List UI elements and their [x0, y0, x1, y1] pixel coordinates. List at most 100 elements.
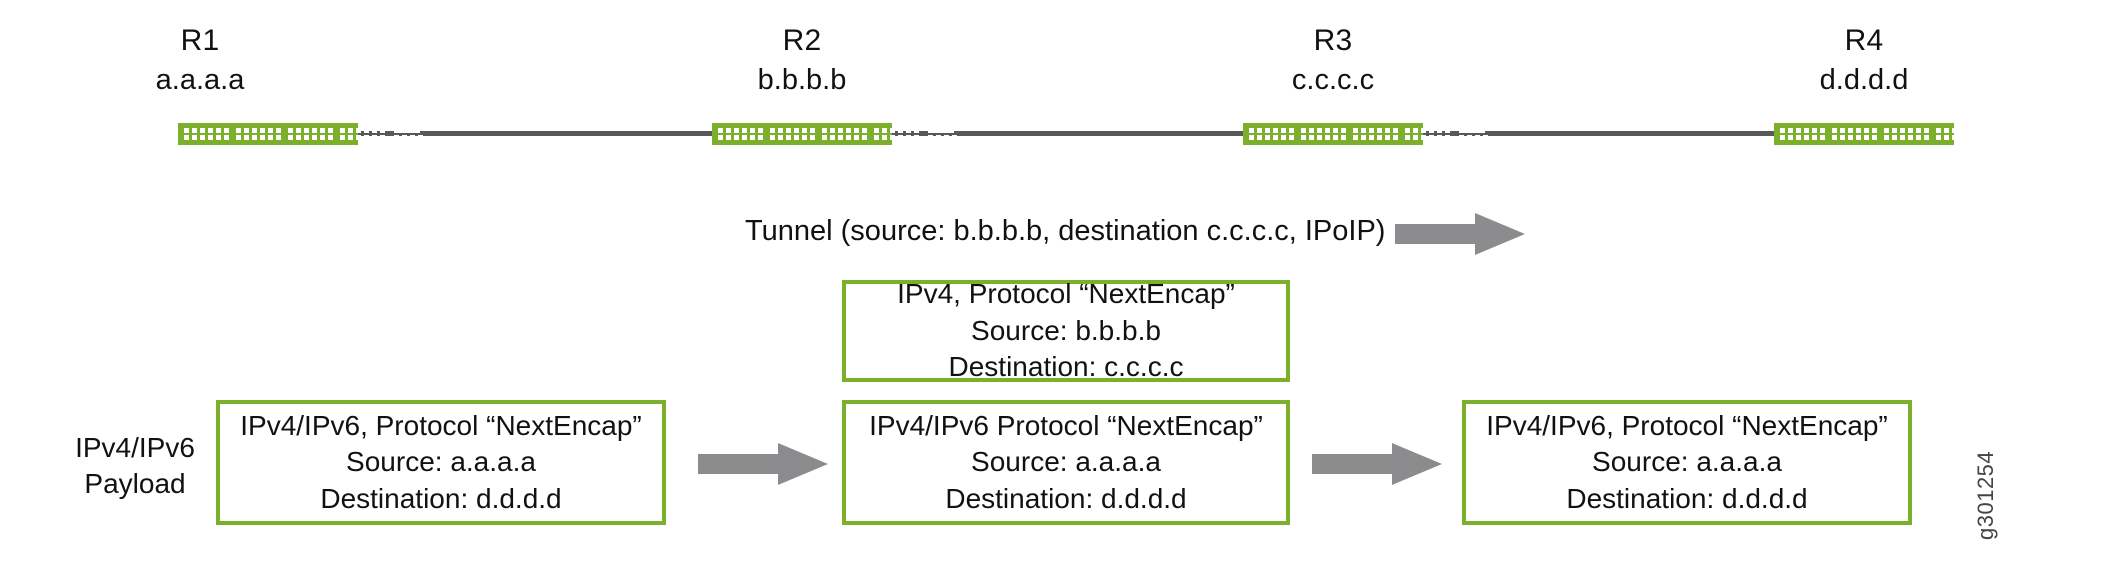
port-column: [1804, 128, 1809, 140]
port-indicator: [1820, 135, 1825, 140]
port-indicator: [208, 135, 213, 140]
port-indicator: [304, 135, 309, 140]
port-indicator: [1796, 135, 1801, 140]
port-indicator: [320, 135, 325, 140]
port-column: [1265, 128, 1270, 140]
port-indicator: [1445, 135, 1450, 140]
router-status-panel: [928, 128, 957, 140]
status-dot: [1483, 135, 1488, 140]
port-column: [1257, 128, 1262, 140]
port-column: [1301, 128, 1306, 140]
port-indicator: [216, 128, 221, 133]
port-indicator: [1944, 128, 1949, 133]
port-column: [846, 128, 851, 140]
port-indicator: [1936, 135, 1941, 140]
port-indicator: [348, 128, 353, 133]
port-indicator: [1892, 135, 1897, 140]
port-indicator: [734, 135, 739, 140]
packet-line-destination: Destination: d.d.d.d: [1566, 482, 1808, 514]
port-indicator: [340, 128, 345, 133]
port-indicator: [1369, 135, 1374, 140]
router-name: R1: [180, 24, 220, 57]
port-indicator: [260, 128, 265, 133]
port-indicator: [224, 128, 229, 133]
port-indicator: [348, 135, 353, 140]
status-dot: [402, 135, 407, 140]
port-column: [1325, 128, 1330, 140]
port-indicator: [1289, 135, 1294, 140]
router-address: a.a.a.a: [155, 64, 245, 96]
port-indicator: [328, 128, 333, 133]
port-indicator: [1385, 128, 1390, 133]
port-indicator: [312, 135, 317, 140]
port-column: [1385, 128, 1390, 140]
router-port-bank: [1832, 128, 1877, 140]
port-indicator: [224, 135, 229, 140]
port-indicator: [1788, 135, 1793, 140]
port-indicator: [1265, 128, 1270, 133]
port-indicator: [1257, 128, 1262, 133]
port-column: [1317, 128, 1322, 140]
status-dot: [394, 135, 399, 140]
status-dot: [410, 135, 415, 140]
port-indicator: [1840, 128, 1845, 133]
port-column: [372, 128, 377, 140]
port-indicator: [1872, 135, 1877, 140]
port-column: [1281, 128, 1286, 140]
port-column: [1936, 128, 1941, 140]
port-indicator: [838, 135, 843, 140]
port-column: [276, 128, 281, 140]
port-column: [1429, 128, 1434, 140]
port-indicator: [906, 135, 911, 140]
port-indicator: [1309, 135, 1314, 140]
router-status-panel: [1990, 128, 2019, 140]
port-column: [830, 128, 835, 140]
port-indicator: [1780, 128, 1785, 133]
port-column: [224, 128, 229, 140]
port-indicator: [786, 128, 791, 133]
router-icon-r4[interactable]: [1774, 123, 2019, 145]
link-r1-r2: [350, 131, 720, 136]
port-column: [1289, 128, 1294, 140]
port-indicator: [1413, 128, 1418, 133]
router-icon-r1[interactable]: [178, 123, 423, 145]
port-column: [1273, 128, 1278, 140]
port-column: [328, 128, 333, 140]
port-column: [726, 128, 731, 140]
router-icon-r2[interactable]: [712, 123, 957, 145]
packet-line-destination: Destination: d.d.d.d: [320, 482, 562, 514]
port-indicator: [184, 135, 189, 140]
port-column: [1832, 128, 1837, 140]
port-column: [1952, 128, 1957, 140]
port-column: [914, 128, 919, 140]
port-column: [1796, 128, 1801, 140]
port-indicator: [1445, 128, 1450, 133]
port-column: [1976, 128, 1981, 140]
packet-box-middle: IPv4/IPv6 Protocol “NextEncap” Source: a…: [842, 400, 1290, 525]
port-indicator: [854, 135, 859, 140]
router-port-bank: [1249, 128, 1294, 140]
tunnel-label: Tunnel (source: b.b.b.b, destination c.c…: [745, 215, 1386, 247]
port-column: [1369, 128, 1374, 140]
port-indicator: [236, 128, 241, 133]
port-column: [1788, 128, 1793, 140]
port-indicator: [312, 128, 317, 133]
port-indicator: [1968, 135, 1973, 140]
port-indicator: [1333, 135, 1338, 140]
port-indicator: [364, 135, 369, 140]
port-indicator: [874, 135, 879, 140]
port-indicator: [898, 135, 903, 140]
link-r2-r3: [880, 131, 1250, 136]
port-column: [348, 128, 353, 140]
payload-caption-line1: IPv4/IPv6: [75, 432, 195, 463]
router-icon-r3[interactable]: [1243, 123, 1488, 145]
router-name: R3: [1313, 24, 1353, 57]
port-indicator: [726, 128, 731, 133]
port-indicator: [906, 128, 911, 133]
router-port-bank: [718, 128, 763, 140]
port-indicator: [296, 128, 301, 133]
port-indicator: [1856, 128, 1861, 133]
port-column: [1445, 128, 1450, 140]
port-indicator: [1832, 135, 1837, 140]
port-column: [216, 128, 221, 140]
